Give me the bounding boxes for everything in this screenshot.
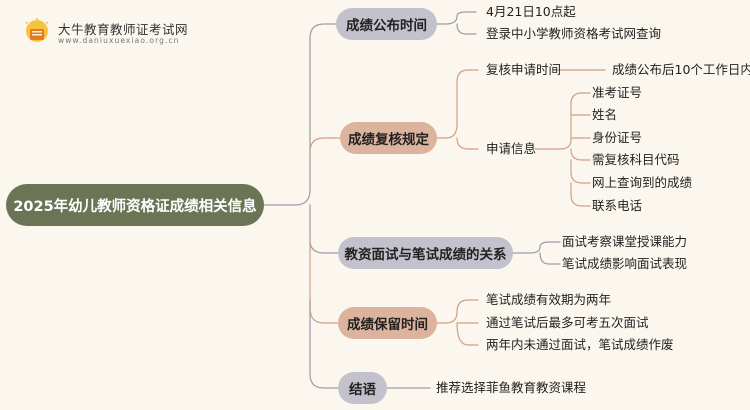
logo-title: 大牛教育教师证考试网 [58, 22, 189, 37]
leaf-subject-code: 需复核科目代码 [592, 152, 680, 167]
leaf-recommend-course: 推荐选择菲鱼教育教资课程 [436, 380, 587, 395]
link-b1-groups [436, 69, 479, 150]
leaf-name: 姓名 [592, 107, 618, 122]
group-review-time: 复核申请时间 [486, 62, 562, 77]
site-logo[interactable]: 大牛教育教师证考试网 www.daniuxuexiao.org.cn [22, 18, 232, 50]
leaf-admission-number: 准考证号 [592, 85, 643, 100]
leaf-valid-two-years: 笔试成绩有效期为两年 [486, 292, 612, 307]
link-b2-leaves [512, 241, 561, 265]
link-b3-leaves [436, 299, 479, 346]
link-root-b1 [309, 137, 341, 153]
group-application-info: 申请信息 [486, 141, 537, 156]
leaf-phone: 联系电话 [592, 198, 643, 213]
leaf-id-number: 身份证号 [592, 130, 643, 145]
leaf-review-window: 成绩公布后10个工作日内 [612, 62, 750, 77]
leaf-five-interviews: 通过笔试后最多可考五次面试 [486, 315, 649, 330]
link-b0-leaves [436, 11, 477, 35]
branch-review-rules: 成绩复核规定 [340, 122, 437, 154]
book-sun-icon [25, 18, 49, 42]
branch-score-retention: 成绩保留时间 [338, 307, 437, 339]
link-root-b2 [309, 204, 339, 254]
leaf-online-score: 网上查询到的成绩 [592, 175, 693, 190]
link-root-b0 [263, 23, 337, 206]
branch-conclusion: 结语 [338, 372, 387, 404]
leaf-query-site: 登录中小学教师资格考试网查询 [486, 26, 662, 41]
root-node: 2025年幼儿教师资格证成绩相关信息 [6, 184, 264, 226]
leaf-written-impact: 笔试成绩影响面试表现 [562, 256, 688, 271]
logo-url: www.daniuxuexiao.org.cn [58, 36, 180, 45]
branch-interview-written-relation: 教资面试与笔试成绩的关系 [338, 237, 513, 269]
link-root-b4 [309, 299, 339, 389]
leaf-interview-teaching: 面试考察课堂授课能力 [562, 234, 688, 249]
leaf-release-date: 4月21日10点起 [486, 4, 576, 19]
link-g1-leaves [534, 92, 591, 207]
leaf-score-void: 两年内未通过面试，笔试成绩作废 [486, 337, 674, 352]
branch-score-release-time: 成绩公布时间 [336, 8, 437, 40]
